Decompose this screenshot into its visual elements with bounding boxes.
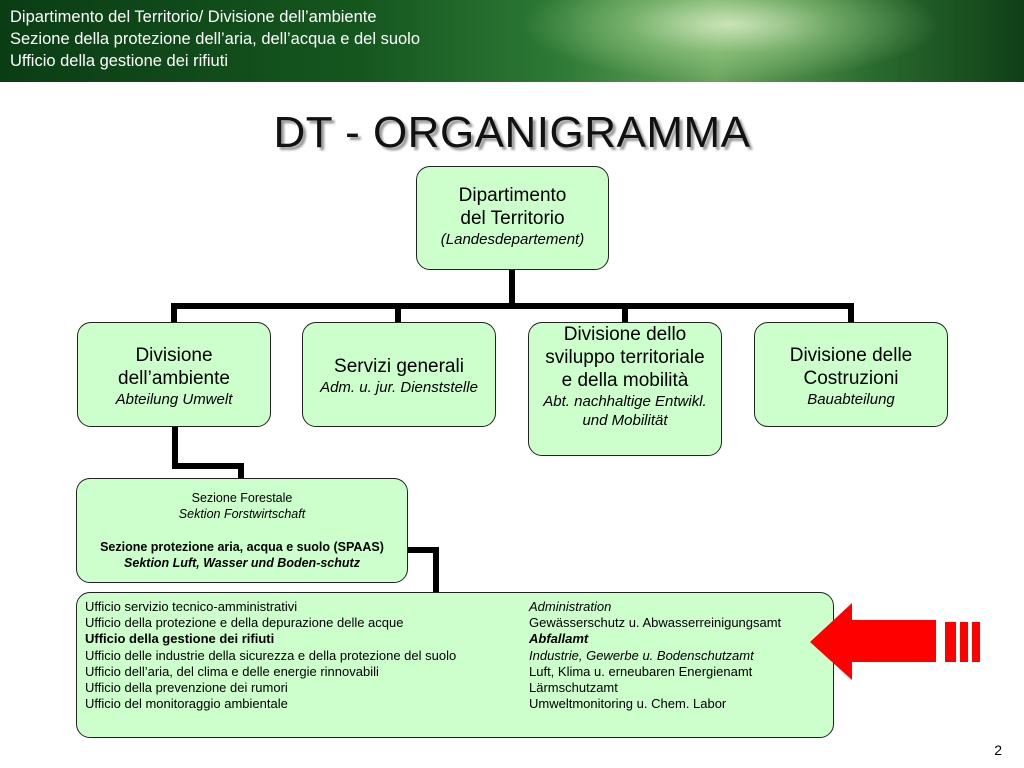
arrow-bar-3: [972, 622, 980, 662]
sektion-luft-wasser-boden: Sektion Luft, Wasser und Boden-schutz: [124, 556, 360, 570]
office-de-2: Abfallamt: [529, 631, 589, 647]
office-it-2: Ufficio della gestione dei rifiuti: [85, 631, 275, 647]
div-ambiente-line2: dell’ambiente: [118, 368, 230, 389]
sezione-forestale: Sezione Forestale: [191, 491, 293, 505]
costruzioni-sub: Bauabteilung: [807, 391, 895, 408]
header-line-office: Ufficio della gestione dei rifiuti: [10, 52, 228, 70]
office-de-0: Administration: [529, 599, 612, 614]
sviluppo-line1: Divisione dello: [563, 324, 687, 345]
box-divisione-costruzioni: Divisione delle Costruzioni Bauabteilung: [754, 322, 948, 427]
connector-sections-to-offices: [405, 547, 439, 597]
arrow-bar-2: [960, 622, 968, 662]
page-title: DT - ORGANIGRAMMA: [273, 108, 751, 157]
sviluppo-sub2: und Mobilität: [582, 412, 668, 429]
header-line-department: Dipartimento del Territorio/ Divisione d…: [10, 8, 377, 26]
office-de-4: Luft, Klima u. erneubaren Energienamt: [529, 663, 753, 679]
office-de-1: Gewässerschutz u. Abwasserreinigungsamt: [529, 615, 782, 631]
office-de-3: Industrie, Gewerbe u. Bodenschutzamt: [529, 647, 754, 663]
box-divisione-ambiente: Divisione dell’ambiente Abteilung Umwelt: [77, 322, 271, 427]
office-it-1: Ufficio della protezione e della depuraz…: [85, 615, 404, 631]
sektion-forstwirtschaft: Sektion Forstwirtschaft: [178, 507, 306, 521]
connector-ambiente-to-sections: [172, 424, 244, 483]
box-dipartimento-territorio: Dipartimento del Territorio (Landesdepar…: [416, 166, 609, 270]
header-landscape-glow: [520, 0, 940, 82]
box-servizi-generali: Servizi generali Adm. u. jur. Dienststel…: [302, 322, 496, 427]
costruzioni-line2: Costruzioni: [803, 368, 899, 389]
office-de-5: Lärmschutzamt: [529, 680, 618, 695]
page-number: 2: [994, 742, 1002, 758]
sviluppo-sub1: Abt. nachhaltige Entwikl.: [543, 393, 707, 410]
office-it-6: Ufficio del monitoraggio ambientale: [85, 696, 288, 712]
box-divisione-sviluppo: Divisione dello sviluppo territoriale e …: [528, 322, 722, 456]
office-it-5: Ufficio della prevenzione dei rumori: [85, 680, 288, 695]
costruzioni-line1: Divisione delle: [789, 345, 913, 366]
sviluppo-line2: sviluppo territoriale: [545, 347, 705, 368]
sezione-spaas: Sezione protezione aria, acqua e suolo (…: [100, 540, 384, 554]
dept-line1: Dipartimento: [458, 185, 567, 206]
box-sezioni: Sezione Forestale Sektion Forstwirtschaf…: [76, 478, 408, 583]
div-ambiente-line1: Divisione: [135, 345, 213, 366]
dept-line3: (Landesdepartement): [440, 231, 585, 248]
header-banner: Dipartimento del Territorio/ Divisione d…: [0, 0, 1024, 82]
office-it-0: Ufficio servizio tecnico-amministrativi: [85, 599, 298, 614]
servizi-sub: Adm. u. jur. Dienststelle: [320, 379, 478, 396]
office-de-6: Umweltmonitoring u. Chem. Labor: [529, 696, 727, 712]
arrow-bar-1: [945, 622, 956, 662]
header-line-section: Sezione della protezione dell’aria, dell…: [10, 30, 421, 48]
sviluppo-line3: e della mobilità: [561, 370, 689, 391]
dept-line2: del Territorio: [460, 208, 565, 229]
div-ambiente-sub: Abteilung Umwelt: [115, 391, 233, 408]
arrow-head-icon: [810, 603, 936, 680]
office-it-4: Ufficio dell’aria, del clima e delle ene…: [85, 663, 379, 679]
office-it-3: Ufficio delle industrie della sicurezza …: [85, 647, 457, 663]
servizi-line1: Servizi generali: [334, 356, 464, 377]
